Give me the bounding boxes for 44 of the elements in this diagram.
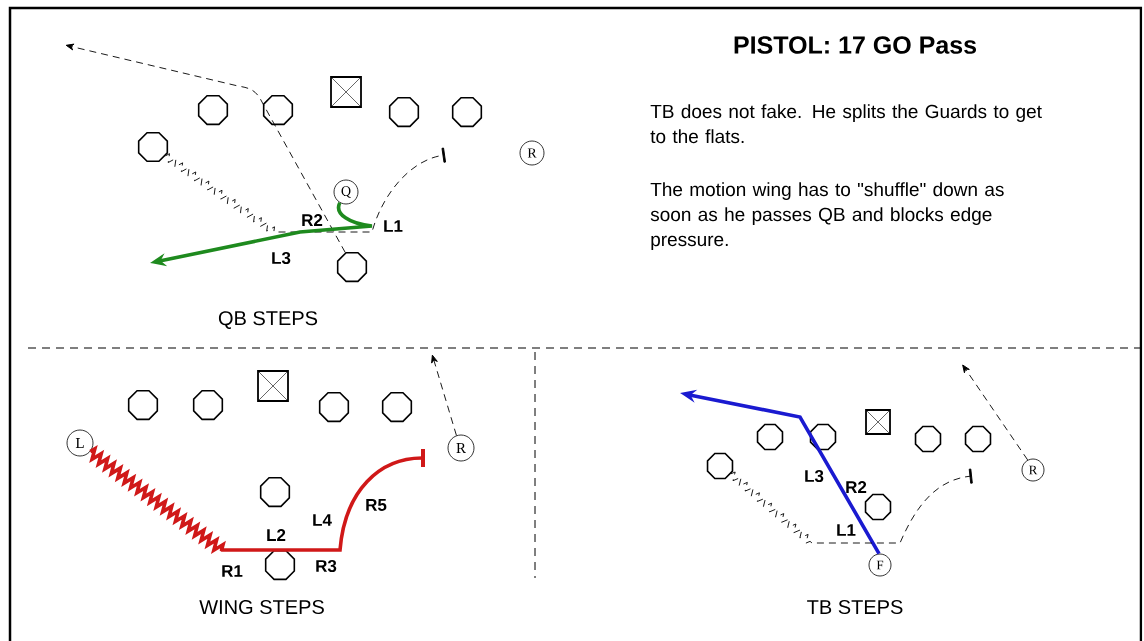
title: PISTOL: 17 GO Pass xyxy=(734,36,976,54)
player-octagon xyxy=(706,452,734,480)
player-octagon xyxy=(336,251,368,283)
step-label: L3 xyxy=(272,251,291,265)
note-text: The motion wing has to "shuffle" down as soon as he passes QB and blocks edge pressure. xyxy=(650,182,1004,250)
route-arrow xyxy=(431,354,457,436)
player-octagon xyxy=(756,423,784,451)
player-octagon xyxy=(127,389,159,421)
route-arrow xyxy=(962,364,1029,461)
route-arrow xyxy=(65,43,346,253)
player-octagon xyxy=(451,96,483,128)
motion-route xyxy=(730,468,973,544)
panel-caption: TB STEPS xyxy=(807,599,903,615)
step-label: R1 xyxy=(222,565,243,577)
player-octagon xyxy=(809,423,837,451)
player-octagon xyxy=(262,94,294,126)
player-octagon xyxy=(388,96,420,128)
center-box xyxy=(865,409,891,435)
step-label: L3 xyxy=(805,470,824,483)
step-label: L4 xyxy=(313,514,332,526)
step-label: L1 xyxy=(384,220,403,232)
player-octagon xyxy=(264,549,296,581)
player-octagon xyxy=(318,391,350,423)
player-octagon xyxy=(137,131,169,163)
player-octagon xyxy=(259,476,291,508)
player-octagon xyxy=(197,94,229,126)
center-box xyxy=(330,76,362,108)
center-box xyxy=(257,370,289,402)
motion-route xyxy=(165,147,446,233)
step-label: R3 xyxy=(316,560,337,573)
step-label: L2 xyxy=(267,529,286,541)
player-octagon xyxy=(192,389,224,421)
player-octagon xyxy=(964,425,992,453)
panel-caption: WING STEPS xyxy=(199,599,324,615)
step-label: R2 xyxy=(302,214,323,226)
note-text: TB does not fake. He splits the Guards to get to the flats. xyxy=(650,104,1042,144)
player-octagon xyxy=(864,493,892,521)
player-octagon xyxy=(381,391,413,423)
step-label: L1 xyxy=(837,524,856,536)
motion-route xyxy=(89,447,425,552)
player-octagon xyxy=(914,425,942,453)
step-label: R2 xyxy=(846,481,867,493)
panel-caption: QB STEPS xyxy=(218,311,318,329)
step-label: R5 xyxy=(366,499,387,511)
